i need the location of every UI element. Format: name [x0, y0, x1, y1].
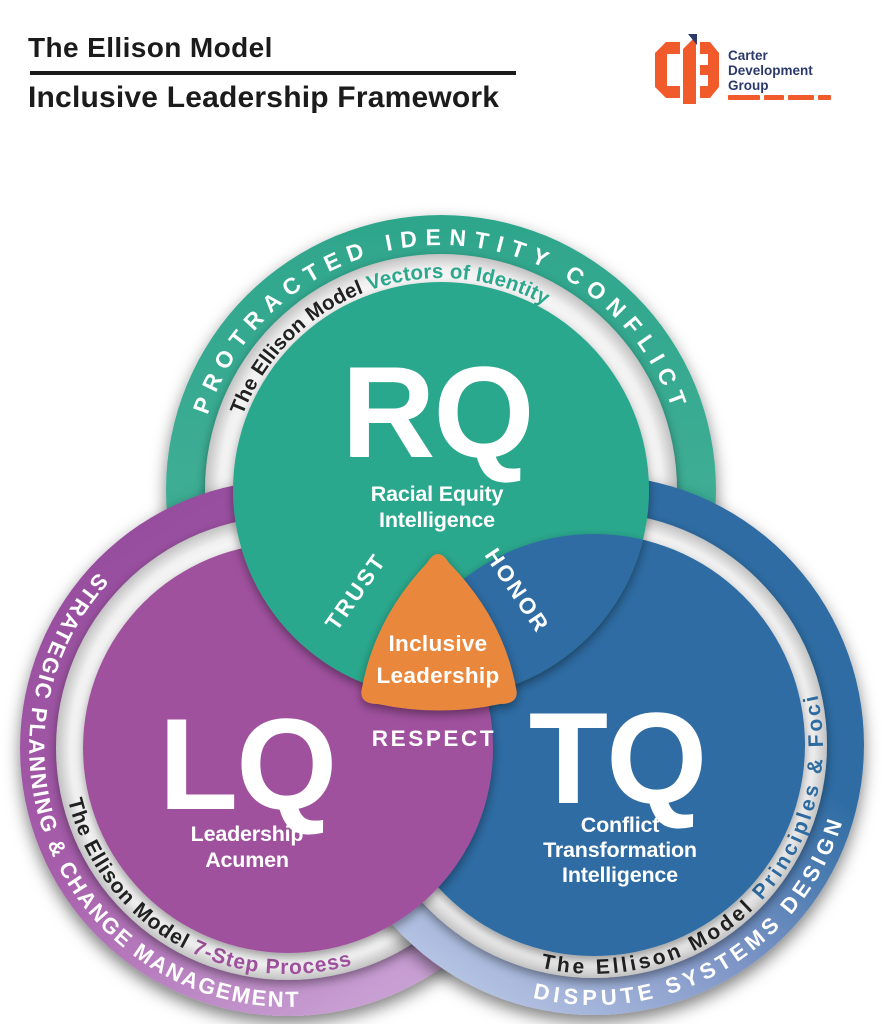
tq-subtitle-line3: Intelligence: [562, 863, 678, 887]
cdg-logo: Carter Development Group: [655, 34, 831, 104]
logo-name-line2: Development: [728, 63, 813, 78]
title-underline: [30, 71, 516, 75]
lq-label-group: LQ Leadership Acumen: [159, 691, 338, 872]
page-title-line2: Inclusive Leadership Framework: [28, 81, 500, 114]
cdg-logo-wordmark: Carter Development Group: [728, 48, 813, 93]
logo-name-line1: Carter: [728, 48, 769, 63]
page-title-line1: The Ellison Model: [28, 32, 273, 63]
lq-subtitle-line2: Acumen: [205, 848, 289, 872]
tq-subtitle-line1: Conflict: [581, 813, 659, 837]
center-label-line2: Leadership: [376, 663, 499, 688]
center-triangle: [361, 554, 517, 711]
logo-tagline-bar: [728, 95, 831, 100]
tq-abbr: TQ: [529, 685, 706, 831]
tq-label-group: TQ Conflict Transformation Intelligence: [529, 685, 708, 887]
rq-abbr: RQ: [342, 339, 533, 485]
rq-subtitle-line1: Racial Equity: [371, 482, 504, 506]
rq-label-group: RQ Racial Equity Intelligence: [342, 339, 535, 532]
respect-label: RESPECT: [372, 726, 496, 751]
center-label-line1: Inclusive: [389, 631, 488, 656]
title-block: The Ellison Model Inclusive Leadership F…: [28, 33, 516, 114]
rq-subtitle-line2: Intelligence: [379, 508, 495, 532]
lq-subtitle-line1: Leadership: [191, 822, 304, 846]
logo-name-line3: Group: [728, 78, 769, 93]
cdg-logo-mark-icon: [655, 34, 719, 104]
tq-subtitle-line2: Transformation: [543, 838, 697, 862]
lq-abbr: LQ: [159, 691, 336, 837]
